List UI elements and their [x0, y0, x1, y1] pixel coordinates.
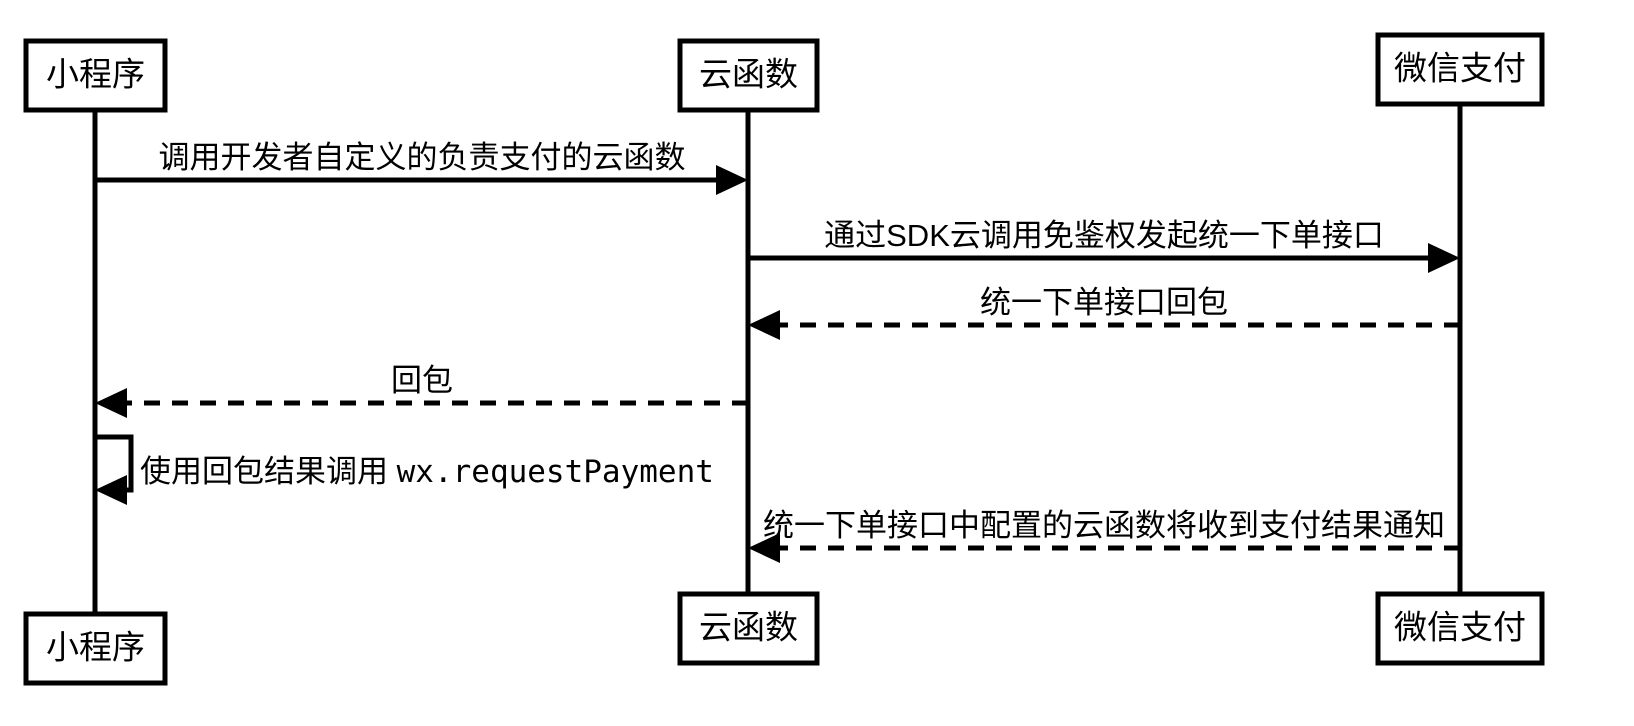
participant-wechatpay-bottom[interactable]: 微信支付 [1375, 591, 1545, 666]
participant-label: 微信支付 [1394, 50, 1526, 87]
participant-box-rect [1375, 32, 1545, 107]
lifelines [92, 104, 1463, 614]
message-2-arrowhead [1428, 243, 1460, 273]
message-6-arrowhead [748, 533, 780, 563]
message-3-arrowhead [748, 310, 780, 340]
participant-cloudfunction-bottom[interactable]: 云函数 [677, 591, 820, 666]
message-5-label: 使用回包结果调用 wx.requestPayment [140, 454, 714, 490]
participant-wechatpay-top[interactable]: 微信支付 [1375, 32, 1545, 107]
message-4-label: 回包 [391, 363, 453, 398]
message-2-label: 通过SDK云调用免鉴权发起统一下单接口 [824, 218, 1384, 253]
participant-label: 小程序 [46, 629, 145, 666]
participant-box-rect [677, 591, 820, 666]
participant-label: 微信支付 [1394, 609, 1526, 646]
participant-label: 云函数 [699, 56, 798, 93]
participant-label: 云函数 [699, 609, 798, 646]
message-1[interactable]: 调用开发者自定义的负责支付的云函数 [95, 140, 748, 195]
participant-box-rect [23, 611, 168, 686]
message-6[interactable]: 统一下单接口中配置的云函数将收到支付结果通知 [748, 508, 1460, 563]
participant-label: 小程序 [46, 56, 145, 93]
message-4-arrowhead [95, 388, 127, 418]
message-2[interactable]: 通过SDK云调用免鉴权发起统一下单接口 [748, 218, 1460, 273]
participant-miniprogram-top[interactable]: 小程序 [23, 38, 168, 113]
participant-box-rect [677, 38, 820, 113]
message-6-label: 统一下单接口中配置的云函数将收到支付结果通知 [763, 508, 1445, 543]
message-5-self-loop[interactable]: 使用回包结果调用 wx.requestPayment [95, 434, 714, 505]
message-1-label: 调用开发者自定义的负责支付的云函数 [159, 140, 686, 175]
message-4[interactable]: 回包 [95, 363, 748, 418]
participant-box-rect [1375, 591, 1545, 666]
participant-box-rect [23, 38, 168, 113]
message-3[interactable]: 统一下单接口回包 [748, 285, 1460, 340]
participant-miniprogram-bottom[interactable]: 小程序 [23, 611, 168, 686]
message-5-label-code: wx.requestPayment [397, 454, 714, 490]
message-5-arrowhead [95, 475, 127, 505]
message-1-arrowhead [716, 165, 748, 195]
message-5-label-text: 使用回包结果调用 [140, 454, 388, 489]
message-3-label: 统一下单接口回包 [980, 285, 1228, 320]
participant-cloudfunction-top[interactable]: 云函数 [677, 38, 820, 113]
